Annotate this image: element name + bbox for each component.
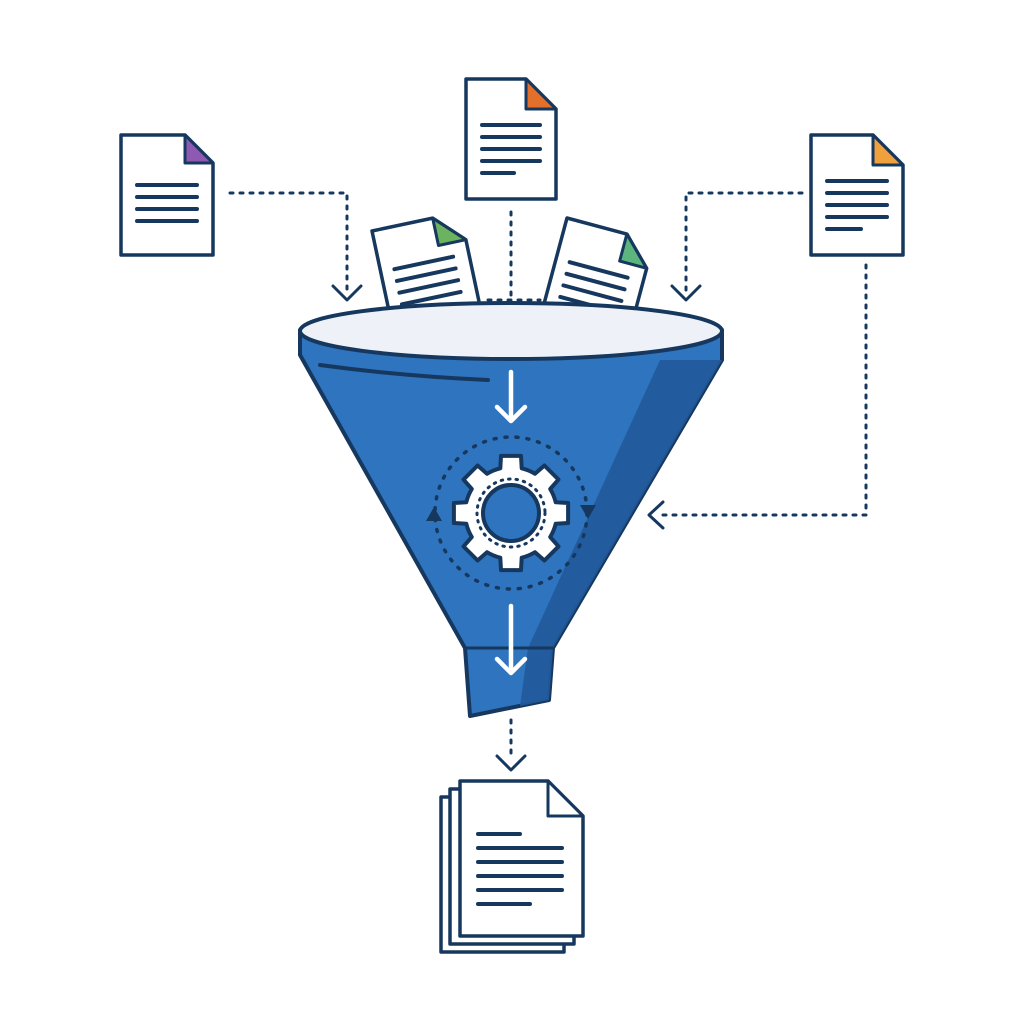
arrowhead-right-side xyxy=(647,500,665,530)
output-page-front xyxy=(458,779,585,938)
circular-arrows-icon xyxy=(426,435,596,591)
arrowhead-top-right xyxy=(670,284,702,302)
document-top-center xyxy=(464,77,558,201)
down-arrow-icon xyxy=(494,369,528,424)
document-top-left xyxy=(119,133,215,257)
funnel-shade xyxy=(520,360,722,706)
inner-flow-arrows xyxy=(494,369,528,676)
document-top-right xyxy=(809,133,905,257)
processor xyxy=(426,435,596,591)
arrowhead-top-left xyxy=(331,284,363,302)
arrowhead-output xyxy=(495,754,527,772)
connector-right-side xyxy=(658,263,868,517)
connector-top-right xyxy=(684,191,804,292)
down-arrow-icon xyxy=(494,603,528,676)
gear-icon xyxy=(451,453,571,573)
connector-top-left xyxy=(228,191,349,292)
document-stack-icon xyxy=(439,779,585,954)
funnel-rim xyxy=(298,301,724,361)
funnel-highlight xyxy=(318,363,490,382)
connector-lines xyxy=(228,191,868,760)
